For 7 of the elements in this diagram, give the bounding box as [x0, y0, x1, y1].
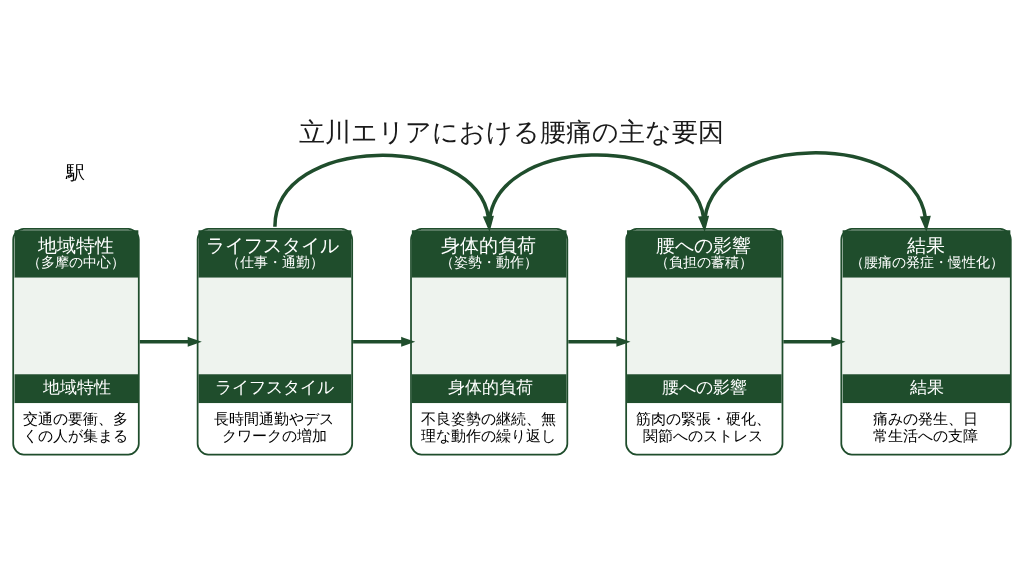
arrow [783, 336, 846, 347]
diagram-title: 立川エリアにおける腰痛の主な要因 [299, 117, 725, 148]
arrow [139, 336, 202, 347]
arrow [568, 336, 631, 347]
label: 駅 [66, 160, 86, 184]
arrow [353, 336, 416, 347]
arrow [702, 151, 931, 233]
